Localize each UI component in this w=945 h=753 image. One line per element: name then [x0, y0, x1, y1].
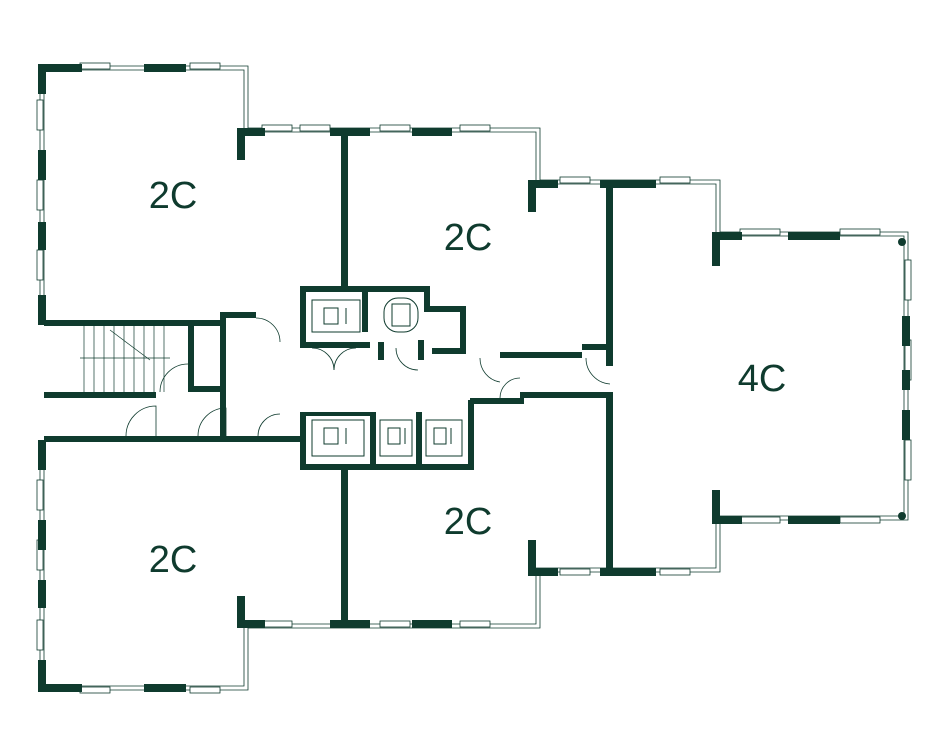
elevators: [311, 297, 463, 457]
elevator-icon: [311, 299, 361, 333]
elevator-icon: [379, 419, 413, 457]
corner-marker-icon: [898, 238, 906, 520]
unit-label-nw: 2C: [149, 175, 198, 217]
elevator-icon: [311, 419, 365, 457]
windows: [36, 62, 912, 694]
stair-icon: [80, 326, 170, 392]
walls: [38, 64, 910, 692]
unit-label-sw: 2C: [149, 539, 198, 581]
unit-label-e: 4C: [738, 358, 787, 400]
door-swing-icon: [125, 317, 611, 437]
elevator-icon: [383, 297, 419, 333]
unit-label-n: 2C: [444, 217, 493, 259]
elevator-icon: [425, 419, 463, 457]
unit-label-s: 2C: [444, 501, 493, 543]
